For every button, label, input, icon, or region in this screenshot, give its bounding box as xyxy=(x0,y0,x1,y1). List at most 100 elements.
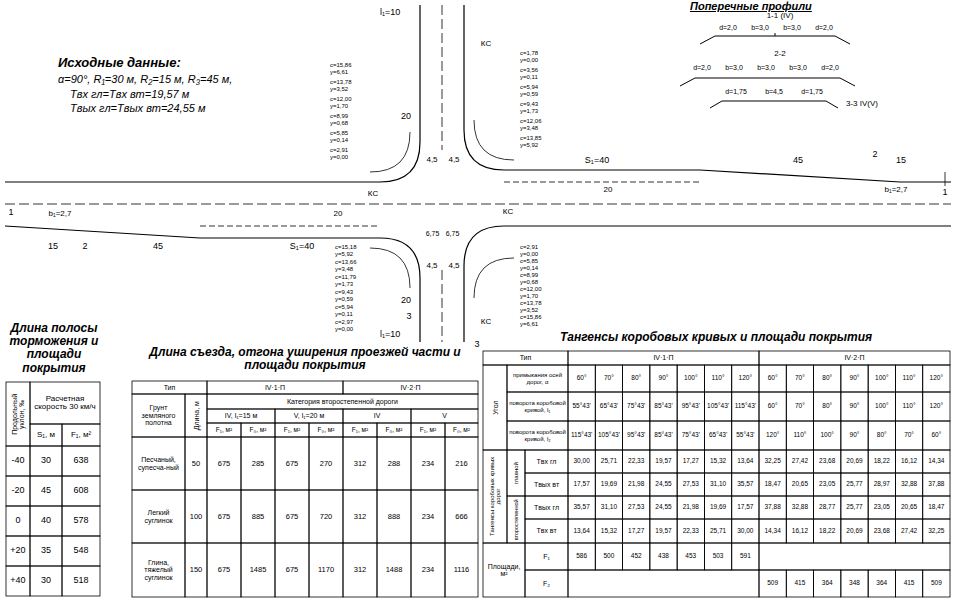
table-grid-cell xyxy=(759,543,950,570)
table-grid-cell xyxy=(309,437,343,490)
table-cell-frame: 452 xyxy=(624,544,649,569)
table-value: 19,69 xyxy=(601,481,617,488)
table-cell-frame: 453 xyxy=(678,544,703,569)
cross-profiles xyxy=(680,33,855,108)
table-grid-cell xyxy=(507,392,568,421)
coordinate-label: c=5,94 y=0,59 xyxy=(520,84,550,97)
table-grid-cell xyxy=(525,570,568,597)
table-header: F₁, м² xyxy=(420,427,436,434)
table-cell-frame: F₁, м² xyxy=(344,424,376,436)
section-marker: 3 xyxy=(472,340,482,350)
table-value: 55°43' xyxy=(572,403,590,410)
table-cell-frame: Легкий суглинок xyxy=(133,491,184,542)
table-cell-frame: 22,33 xyxy=(678,520,703,542)
table-cell-frame: 31,10 xyxy=(705,474,730,495)
table-cell-frame: 0 xyxy=(7,507,29,535)
table-value: 675 xyxy=(218,460,231,468)
row-header: поворота коробовой кривой, l₁ xyxy=(508,400,567,413)
table-header: Тип xyxy=(520,354,532,361)
table-value: 70° xyxy=(604,375,614,382)
table-value: 70° xyxy=(904,432,914,439)
center-line xyxy=(442,270,443,342)
table-cell-frame: 675 xyxy=(276,491,308,542)
table-value: -40 xyxy=(11,456,24,465)
table-value: 80° xyxy=(822,375,832,382)
table-header: IV·2·П xyxy=(844,354,864,361)
table-value: 548 xyxy=(73,546,88,555)
table-cell-frame: 75°43' xyxy=(678,422,703,449)
table-value: 100 xyxy=(190,513,203,521)
table-cell-frame: Песчаный, супесча-ный xyxy=(133,438,184,489)
table-grid-cell xyxy=(241,423,275,437)
table-header: Грунт земляного полотна xyxy=(133,404,184,426)
table-value: 14,34 xyxy=(765,528,781,535)
table-cell-frame: 27,53 xyxy=(678,474,703,495)
table-value: 27,53 xyxy=(683,481,699,488)
table-grid-cell xyxy=(841,570,868,597)
table-value: 70° xyxy=(795,403,805,410)
table-cell-frame: 30,00 xyxy=(569,451,594,472)
dimension-label: d=1,75 xyxy=(796,88,828,96)
table-value: 70° xyxy=(795,375,805,382)
table-grid-cell xyxy=(895,450,922,473)
table-header: Продольный уклон, ‰ xyxy=(11,384,26,444)
table-grid-cell xyxy=(377,490,411,543)
dimension-label: b₁=2,7 xyxy=(876,186,916,195)
table-cell-frame: 45 xyxy=(31,477,61,505)
table-grid-cell xyxy=(6,566,30,596)
table-cell-frame: IV·2·П xyxy=(760,352,949,364)
table-header: S₁, м xyxy=(37,431,55,439)
table-grid-cell xyxy=(677,473,704,496)
table-value: 32,25 xyxy=(928,528,944,535)
table-cell-frame: 60° xyxy=(924,422,949,449)
table-cell-frame: 675 xyxy=(276,438,308,489)
table-grid-cell xyxy=(132,490,185,543)
dimension-label: 4,5 xyxy=(446,262,462,271)
row-header: примыкания осей дорог, α xyxy=(508,372,567,385)
road-edges xyxy=(5,5,951,342)
table-value: 60° xyxy=(577,375,587,382)
table-value: 80° xyxy=(877,432,887,439)
table-cell-frame: Tвых гл xyxy=(526,497,567,518)
table-cell-frame: 25,77 xyxy=(842,474,867,495)
table-cell-frame: 675 xyxy=(208,438,240,489)
table-cell-frame: 80° xyxy=(815,393,840,420)
table-cell-frame: 15,32 xyxy=(596,520,621,542)
table-cell-frame: Длина, м xyxy=(186,395,206,436)
profiles-heading: Поперечные профили xyxy=(690,0,840,12)
table-cell-frame: 17,27 xyxy=(624,520,649,542)
table-cell-frame: 31,10 xyxy=(596,497,621,518)
table-grid-cell xyxy=(841,450,868,473)
table-value: 19,57 xyxy=(655,458,671,465)
table-grid-cell xyxy=(568,392,595,421)
table-grid-cell xyxy=(704,421,731,450)
table-cell-frame: 37,88 xyxy=(760,497,785,518)
table-cell-frame: 120° xyxy=(760,422,785,449)
table-grid-cell xyxy=(868,473,895,496)
table-value: 90° xyxy=(850,432,860,439)
table-grid-cell xyxy=(841,496,868,519)
table-header: F₀, м² xyxy=(250,427,267,434)
table-grid-cell xyxy=(786,365,813,392)
table-cell-frame: 35,57 xyxy=(733,474,758,495)
table-cell-frame: F₀, м² xyxy=(378,424,410,436)
table-value: 348 xyxy=(849,580,860,587)
table-cell-frame: 35,57 xyxy=(569,497,594,518)
center-lines xyxy=(5,5,951,342)
coordinate-label: c=13,85 y=5,92 xyxy=(520,135,550,148)
table-grid-cell xyxy=(759,421,786,450)
table-cell-frame: 55°43' xyxy=(733,422,758,449)
table-cell-frame: 17,57 xyxy=(733,497,758,518)
table-grid-cell xyxy=(377,543,411,597)
table-cell-frame: 30 xyxy=(31,447,61,475)
table-grid-cell xyxy=(30,424,62,446)
table-grid-cell xyxy=(786,496,813,519)
table-grid-cell xyxy=(483,543,525,597)
table-cell-frame: 27,42 xyxy=(787,451,812,472)
table-grid-cell xyxy=(483,450,507,543)
table-value: 50 xyxy=(192,460,200,468)
table-cell-frame: 1485 xyxy=(242,544,274,596)
table-cell-frame: 85°43' xyxy=(651,393,676,420)
table-value: 100° xyxy=(820,432,833,439)
table-grid-cell xyxy=(483,365,507,450)
